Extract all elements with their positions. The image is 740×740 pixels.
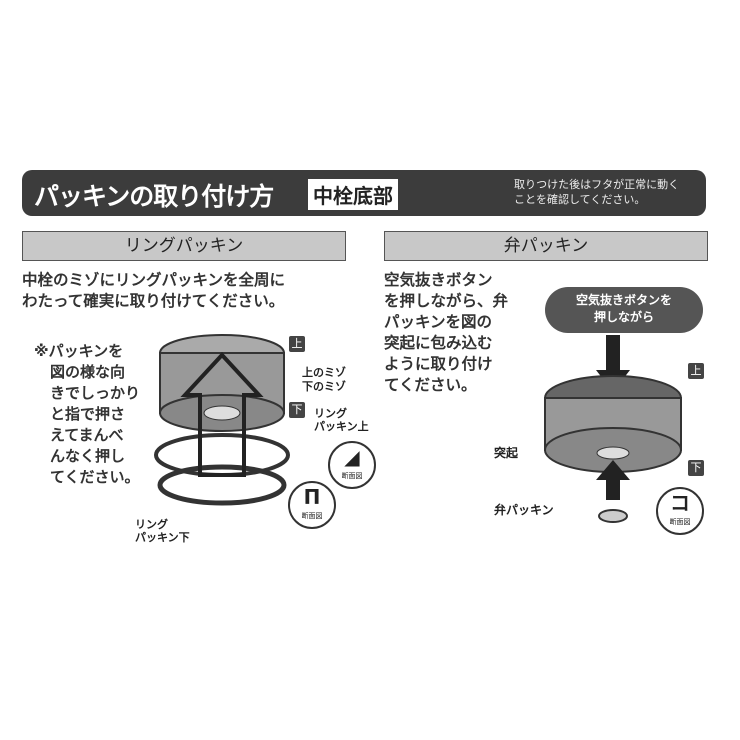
protrusion-label: 突起 — [494, 446, 519, 460]
note-line: ことを確認してください。 — [514, 193, 646, 206]
line: えてまんべ — [50, 426, 124, 444]
bottom-marker: 下 — [688, 460, 704, 476]
top-marker: 上 — [289, 336, 305, 352]
lower-groove-label: 下のミゾ — [302, 380, 346, 393]
line: と指で押さ — [50, 405, 126, 423]
note-line: 取りつけた後はフタが正常に動く — [514, 178, 680, 191]
line: 空気抜きボタン — [384, 271, 493, 289]
line: パッキン上 — [314, 420, 369, 433]
valve-packing-header: 弁パッキン — [384, 231, 708, 261]
line: ように取り付け — [384, 355, 493, 373]
cross-section-upper: ◢断面図 — [328, 441, 376, 489]
ring-packing-header: リングパッキン — [22, 231, 346, 261]
line: を押しながら、弁 — [384, 292, 509, 310]
ring-instruction: 中栓のミゾにリングパッキンを全周にわたって確実に取り付けてください。 — [22, 270, 285, 312]
page-title: パッキンの取り付け方 — [34, 182, 274, 211]
line: パッキンを図の — [384, 313, 493, 331]
upper-groove-label: 上のミゾ — [302, 366, 346, 379]
line: 図の様な向 — [50, 363, 126, 381]
line: 突起に包み込む — [384, 334, 493, 352]
line: きでしっかり — [50, 384, 141, 402]
cross-section-label: 断面図 — [669, 518, 691, 526]
cross-section-valve: コ断面図 — [656, 487, 704, 535]
section-badge: 中栓底部 — [308, 179, 398, 210]
line: リング — [135, 518, 168, 531]
cross-section-label: 断面図 — [301, 512, 323, 520]
valve-packing-label: 弁パッキン — [494, 503, 554, 517]
line: パッキン下 — [135, 531, 190, 544]
ring-upper-label: リングパッキン上 — [314, 407, 369, 433]
cross-section-label: 断面図 — [341, 472, 363, 480]
line: 押しながら — [593, 310, 654, 324]
line: てください。 — [384, 376, 477, 394]
ring-note: ※パッキンを 図の様な向 きでしっかり と指で押さ えてまんべ んなく押し てく… — [34, 341, 140, 488]
bottom-marker: 下 — [289, 402, 305, 418]
line: 空気抜きボタンを — [575, 293, 672, 307]
top-marker: 上 — [688, 363, 704, 379]
line: リング — [314, 407, 347, 420]
ring-packing-illustration — [154, 334, 290, 506]
valve-packing-illustration — [544, 335, 682, 523]
banner-note: 取りつけた後はフタが正常に動くことを確認してください。 — [514, 177, 679, 207]
line: んなく押し — [50, 447, 126, 465]
title-banner: パッキンの取り付け方 中栓底部 取りつけた後はフタが正常に動くことを確認してくだ… — [22, 170, 706, 216]
line: てください。 — [50, 468, 140, 486]
valve-instruction: 空気抜きボタン を押しながら、弁 パッキンを図の 突起に包み込む ように取り付け… — [384, 270, 508, 396]
ring-lower-label: リングパッキン下 — [135, 518, 190, 544]
line: 中栓のミゾにリングパッキンを全周に — [22, 271, 286, 289]
line: わたって確実に取り付けてください。 — [22, 292, 285, 310]
line: ※パッキンを — [34, 342, 124, 360]
callout-bubble: 空気抜きボタンを押しながら — [545, 287, 703, 333]
